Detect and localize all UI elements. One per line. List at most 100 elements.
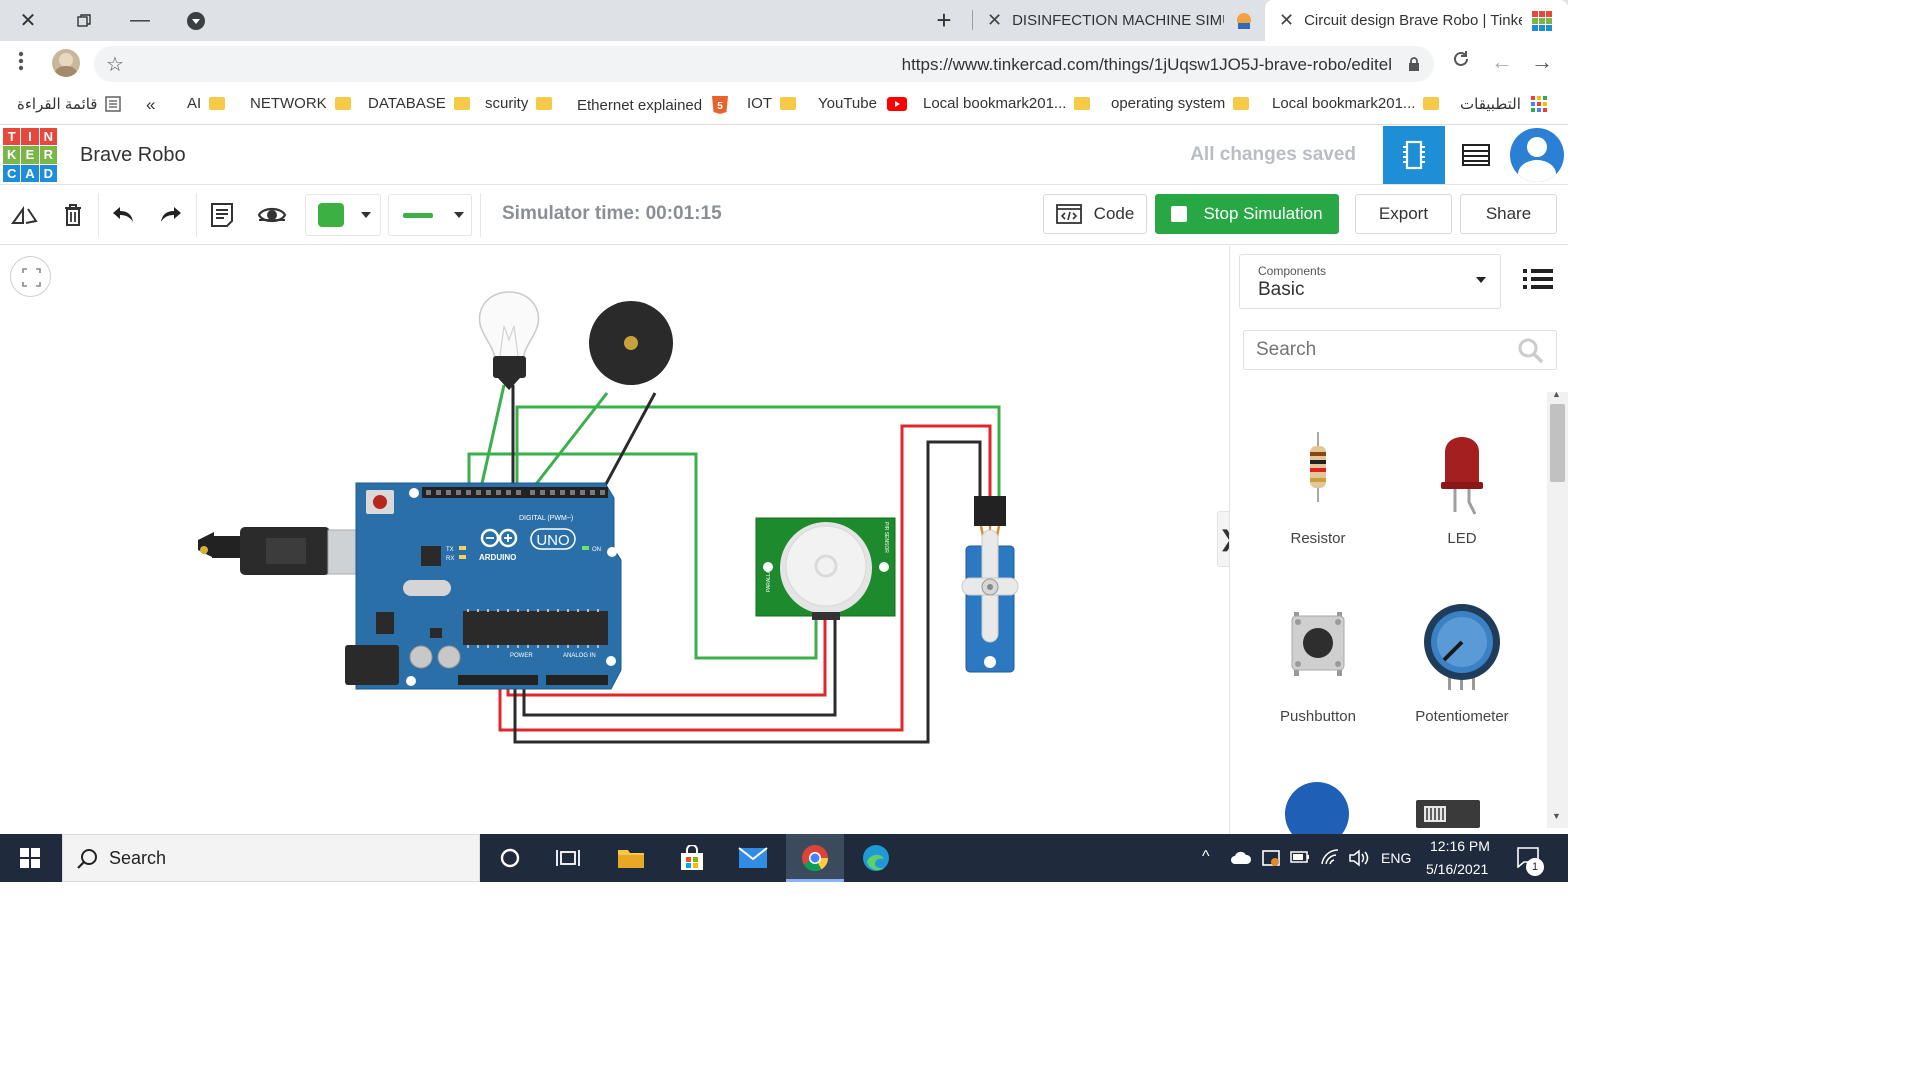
undo-icon[interactable] bbox=[108, 201, 138, 229]
microsoft-store-icon[interactable] bbox=[670, 840, 714, 876]
component-list-view-button[interactable] bbox=[1445, 126, 1507, 184]
language-indicator[interactable]: ENG bbox=[1381, 850, 1412, 866]
bookmark-youtube[interactable]: YouTube bbox=[818, 95, 907, 112]
visibility-eye-icon[interactable] bbox=[256, 201, 288, 229]
chrome-menu-icon[interactable] bbox=[18, 51, 24, 77]
stop-icon bbox=[1171, 206, 1188, 222]
notes-icon[interactable] bbox=[207, 201, 237, 229]
bookmark-apps[interactable]: التطبيقات bbox=[1460, 95, 1547, 113]
profile-avatar[interactable] bbox=[52, 49, 80, 77]
component-search-input[interactable] bbox=[1243, 330, 1557, 370]
window-minimize-icon[interactable]: — bbox=[130, 9, 150, 31]
battery-icon[interactable] bbox=[1290, 851, 1310, 863]
green-wires bbox=[467, 384, 1001, 660]
wire-type-dropdown[interactable] bbox=[388, 194, 472, 236]
export-button[interactable]: Export bbox=[1355, 194, 1452, 234]
show-hidden-icons-icon[interactable]: ^ bbox=[1202, 848, 1210, 865]
code-button[interactable]: Code bbox=[1043, 194, 1147, 234]
omnibox[interactable]: ☆ https://www.tinkercad.com/things/1jUqs… bbox=[94, 46, 1434, 82]
forward-arrow-icon[interactable]: ← bbox=[1491, 49, 1513, 74]
panel-scrollbar[interactable] bbox=[1547, 392, 1568, 828]
volume-icon[interactable] bbox=[1348, 849, 1370, 867]
folder-icon bbox=[1074, 97, 1091, 110]
stop-simulation-button[interactable]: Stop Simulation bbox=[1155, 194, 1339, 234]
rotate-icon[interactable] bbox=[10, 201, 40, 229]
svg-text:5: 5 bbox=[717, 101, 723, 112]
bookmark-ai[interactable]: AI bbox=[187, 95, 226, 112]
simulator-time: Simulator time: 00:01:15 bbox=[502, 203, 722, 224]
search-icon[interactable] bbox=[1518, 338, 1544, 364]
bookmark-label: scurity bbox=[485, 95, 529, 112]
micro-servo[interactable] bbox=[961, 496, 1019, 673]
components-dropdown[interactable]: Components Basic bbox=[1239, 254, 1501, 309]
windows-start-icon[interactable] bbox=[8, 840, 52, 876]
window-close-icon[interactable]: ✕ bbox=[19, 10, 37, 32]
redo-icon[interactable] bbox=[156, 201, 186, 229]
light-bulb[interactable] bbox=[478, 291, 540, 390]
folder-icon bbox=[536, 97, 553, 110]
bookmark-scurity[interactable]: scurity bbox=[485, 95, 553, 112]
bookmark-ethernet[interactable]: Ethernet explained 5 bbox=[577, 95, 730, 115]
blue-button-component-icon[interactable] bbox=[1284, 780, 1350, 834]
notification-count-badge: 1 bbox=[1526, 858, 1544, 876]
component-led[interactable]: LED bbox=[1392, 422, 1532, 552]
task-view-icon[interactable] bbox=[546, 840, 590, 876]
clock-date[interactable]: 5/16/2021 bbox=[1426, 861, 1489, 877]
panel-scrollbar-thumb[interactable] bbox=[1550, 404, 1565, 482]
wifi-icon[interactable] bbox=[1320, 848, 1342, 866]
back-arrow-icon[interactable]: → bbox=[1531, 49, 1553, 74]
component-resistor[interactable]: Resistor bbox=[1248, 422, 1388, 552]
bookmark-star-icon[interactable]: ☆ bbox=[106, 54, 124, 76]
pir-motion-sensor[interactable]: PARALLAX PIR SENSOR bbox=[755, 517, 896, 620]
reading-list[interactable]: قائمة القراءة bbox=[17, 95, 122, 113]
user-avatar[interactable] bbox=[1510, 128, 1564, 182]
bookmark-iot[interactable]: IOT bbox=[747, 95, 796, 112]
circuit-view-button[interactable] bbox=[1383, 126, 1445, 184]
delete-icon[interactable] bbox=[58, 201, 88, 229]
lock-icon[interactable] bbox=[1408, 57, 1420, 72]
project-name[interactable]: Brave Robo bbox=[80, 144, 186, 166]
pushbutton-icon bbox=[1291, 612, 1345, 676]
scroll-up-arrow-icon[interactable]: ▲ bbox=[1552, 389, 1561, 399]
chrome-taskbar-button[interactable] bbox=[786, 834, 844, 882]
window-restore-icon[interactable] bbox=[56, 0, 112, 41]
bookmark-os[interactable]: operating system bbox=[1111, 95, 1250, 112]
tab-circuit-design[interactable]: ✕ Circuit design Brave Robo | Tinke bbox=[1265, 0, 1568, 41]
security-icon[interactable] bbox=[1262, 848, 1280, 868]
component-pushbutton[interactable]: Pushbutton bbox=[1248, 602, 1388, 732]
apps-label: التطبيقات bbox=[1460, 96, 1521, 113]
on-label: ON bbox=[592, 547, 601, 553]
zoom-to-fit-button[interactable] bbox=[10, 256, 51, 297]
reload-icon[interactable] bbox=[1451, 49, 1471, 75]
scroll-down-arrow-icon[interactable]: ▼ bbox=[1552, 811, 1561, 821]
bookmark-local-1[interactable]: Local bookmark201... bbox=[923, 95, 1091, 112]
share-button[interactable]: Share bbox=[1460, 194, 1557, 234]
color-swatch bbox=[318, 203, 344, 227]
edge-icon[interactable] bbox=[854, 840, 898, 876]
list-view-icon[interactable] bbox=[1523, 266, 1553, 292]
cortana-icon[interactable] bbox=[488, 840, 532, 876]
collapse-panel-toggle[interactable]: ❯ bbox=[1217, 511, 1229, 567]
file-explorer-icon[interactable] bbox=[609, 840, 653, 876]
wire-color-dropdown[interactable] bbox=[305, 194, 381, 236]
tab-close-icon[interactable]: ✕ bbox=[1279, 10, 1295, 30]
arduino-uno-board[interactable]: DIGITAL (PWM~) UNO ARDUINO TX RX ON bbox=[345, 482, 622, 690]
piezo-buzzer[interactable] bbox=[589, 301, 673, 385]
clock-time[interactable]: 12:16 PM bbox=[1430, 838, 1490, 854]
bookmarks-overflow[interactable]: « bbox=[146, 95, 156, 114]
tab-search-icon[interactable] bbox=[168, 0, 224, 41]
bookmark-local-2[interactable]: Local bookmark201... bbox=[1272, 95, 1440, 112]
tab-close-icon[interactable]: ✕ bbox=[987, 10, 1003, 30]
mail-icon[interactable] bbox=[731, 840, 775, 876]
slide-switch-component-icon[interactable] bbox=[1416, 796, 1480, 832]
bookmark-database[interactable]: DATABASE bbox=[368, 95, 470, 112]
bookmark-network[interactable]: NETWORK bbox=[250, 95, 351, 112]
logo-letter: N bbox=[39, 128, 57, 146]
tab-disinfection[interactable]: ✕ DISINFECTION MACHINE SIMULA bbox=[973, 0, 1263, 41]
new-tab-icon[interactable]: + bbox=[936, 5, 952, 35]
circuit-canvas[interactable]: DIGITAL (PWM~) UNO ARDUINO TX RX ON bbox=[0, 246, 1229, 834]
onedrive-cloud-icon[interactable] bbox=[1230, 851, 1252, 865]
taskbar-search-box[interactable]: Search bbox=[62, 834, 480, 882]
tinkercad-logo[interactable]: T I N K E R C A D bbox=[3, 128, 57, 182]
component-potentiometer[interactable]: Potentiometer bbox=[1392, 602, 1532, 732]
